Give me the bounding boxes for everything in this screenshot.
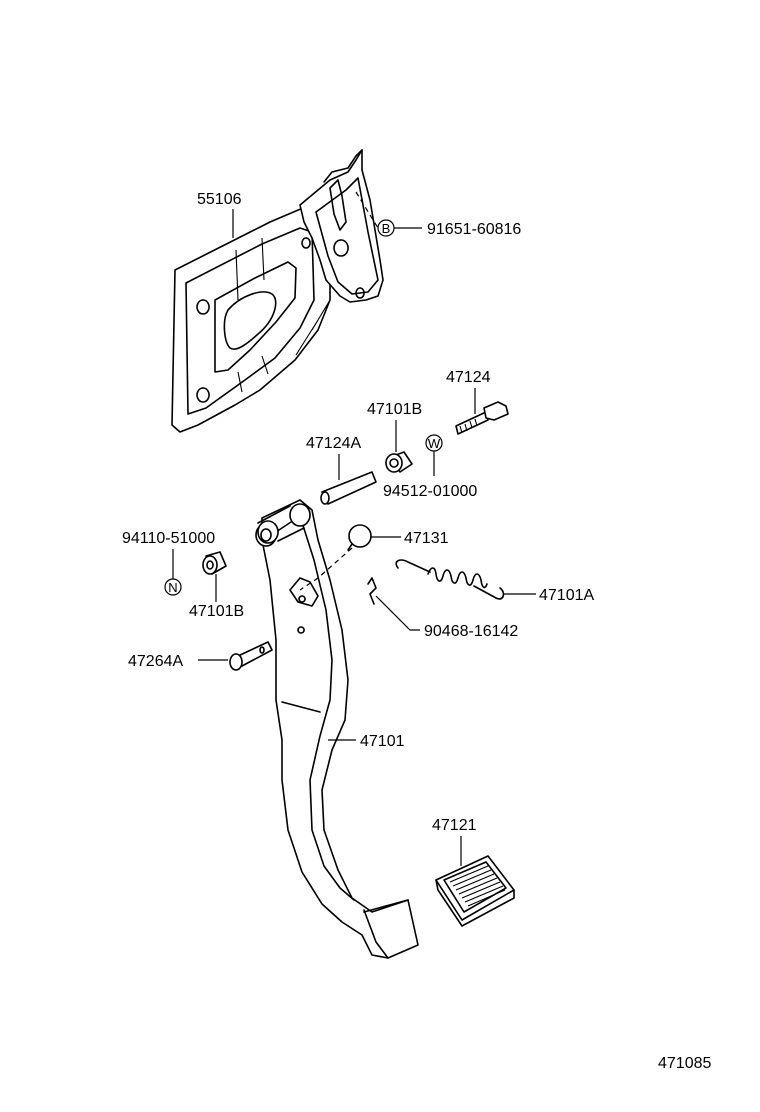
washer-marker: W [428,436,441,451]
pedal-arm-label: 47101 [360,733,405,750]
clip-label: 90468-16142 [424,623,518,640]
bracket-label: 55106 [197,191,242,208]
bushing-left-part [202,551,227,575]
pin-part [320,471,377,505]
clip-part [367,577,377,605]
nut-marker: N [168,580,177,595]
washer-label: 94512-01000 [383,483,477,500]
bracket-part [171,149,384,433]
stopper-pin-part [229,641,273,671]
cushion-part [347,524,372,551]
pedal-cushion-dash-leader [299,547,353,591]
pedal-pad-label: 47121 [432,817,477,834]
bracket-bolt-label: 91651-60816 [427,221,521,238]
pedal-pad-part [435,855,515,927]
bolt-part [455,401,509,435]
nut-marker-circle [164,578,182,596]
figure-code: 471085 [658,1055,711,1072]
bolt-label: 47124 [446,369,491,386]
pedal-arm-part [255,499,419,959]
clip-leader [375,595,420,631]
bracket-bolt-dash-leader [355,191,379,229]
spring-label: 47101A [539,587,594,604]
cushion-label: 47131 [404,530,449,547]
spring-part [395,559,505,600]
stopper-pin-label: 47264A [128,653,183,670]
bushing-right-part [385,451,413,473]
nut-label: 94110-51000 [122,530,215,547]
bushing-right-label: 47101B [367,401,422,418]
pin-label: 47124A [306,435,361,452]
bracket-bolt-marker: B [382,221,391,236]
bushing-left-label: 47101B [189,603,244,620]
